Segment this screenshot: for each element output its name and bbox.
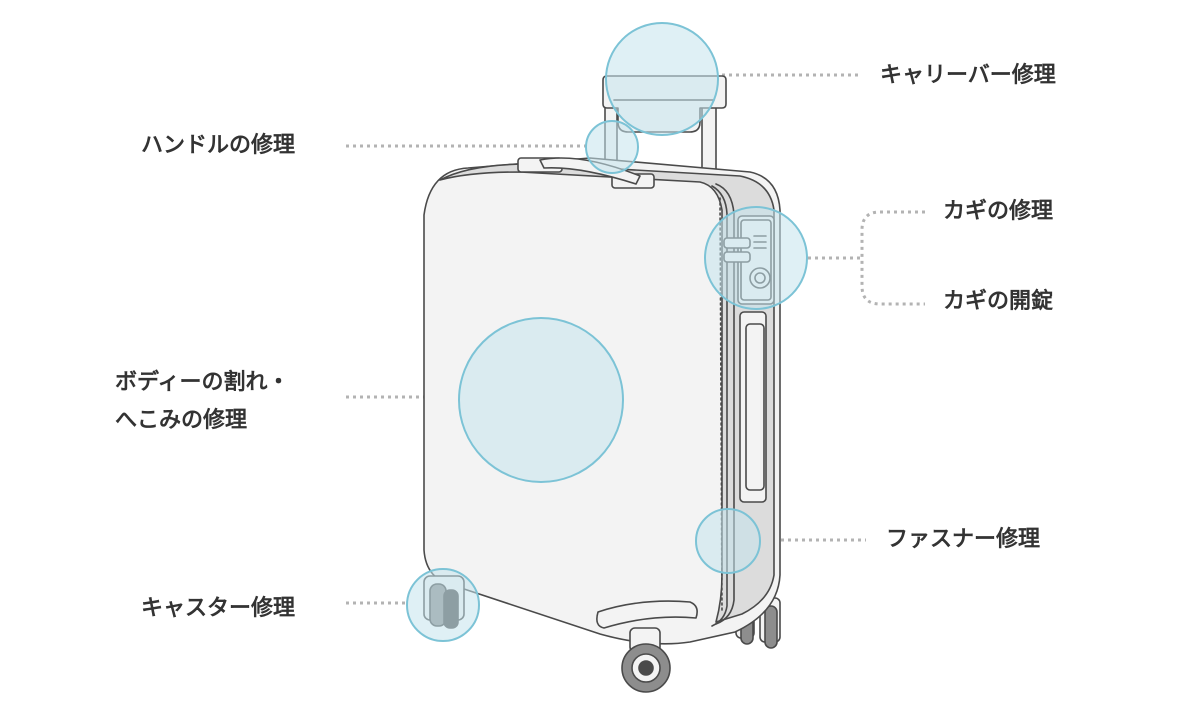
highlight-lock	[704, 206, 808, 310]
highlight-caster	[406, 568, 480, 642]
leader-key-bracket	[860, 210, 925, 306]
top-handle	[517, 157, 655, 189]
label-body-line-2: へこみの修理	[115, 408, 248, 433]
label-zipper-repair: ファスナー修理	[886, 527, 1041, 552]
highlight-carry-bar	[605, 22, 719, 136]
label-key-repair: カギの修理	[943, 199, 1054, 224]
highlight-body	[458, 317, 624, 483]
leader-lines	[346, 73, 925, 605]
highlights	[406, 22, 808, 642]
label-carry-bar-repair: キャリーバー修理	[880, 63, 1056, 88]
label-body-line-1: ボディーの割れ・	[115, 370, 290, 395]
label-key-unlock: カギの開錠	[943, 289, 1054, 314]
side-handle	[739, 311, 767, 503]
highlight-handle	[585, 120, 639, 174]
front-right-caster	[621, 627, 671, 693]
highlight-zipper	[695, 508, 761, 574]
label-body-repair: ボディーの割れ・ へこみの修理	[115, 364, 289, 440]
label-handle-repair: ハンドルの修理	[141, 133, 296, 158]
label-caster-repair: キャスター修理	[141, 596, 296, 621]
